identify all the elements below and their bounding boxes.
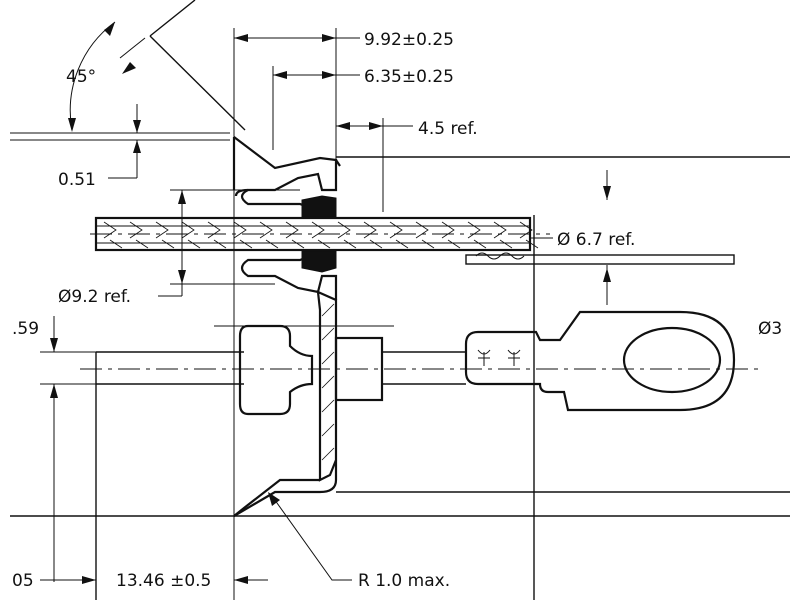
dim-6-35-label: 6.35±0.25 xyxy=(364,67,454,87)
cable-hatch-mark xyxy=(285,221,305,249)
dim-9-92-label: 9.92±0.25 xyxy=(364,30,454,50)
rod xyxy=(80,324,760,416)
ring-terminal: Ø3 xyxy=(464,310,782,412)
body-outline xyxy=(10,156,790,600)
dim-0-51: 0.51 xyxy=(10,104,230,190)
grommet-top xyxy=(232,136,341,219)
dim-13-46: 05 13.46 ±0.5 xyxy=(12,571,268,591)
dim-9-92: 9.92±0.25 xyxy=(233,28,454,600)
dim-radius: R 1.0 max. xyxy=(268,492,450,591)
dim-6-35: 6.35±0.25 xyxy=(272,66,454,150)
cable-hatch-mark xyxy=(493,221,513,249)
cable xyxy=(90,216,735,265)
dim-dia-9-2: Ø9.2 ref. xyxy=(58,189,300,307)
dim-0-51-label: 0.51 xyxy=(58,170,96,190)
dim-left-59: .59 xyxy=(12,316,96,582)
cable-hatch-mark xyxy=(441,221,461,249)
cable-hatch-mark xyxy=(389,221,409,249)
cable-hatch-mark xyxy=(311,221,331,249)
dim-left-05-label: 05 xyxy=(12,571,34,591)
dim-dia-6-7-label: Ø 6.7 ref. xyxy=(557,230,635,250)
cable-hatch-mark xyxy=(519,221,539,249)
seal-bottom xyxy=(301,249,337,273)
dim-dia-6-7: Ø 6.7 ref. xyxy=(530,170,635,305)
cable-hatch-mark xyxy=(155,221,175,249)
dim-13-46-label: 13.46 ±0.5 xyxy=(116,571,211,591)
cable-hatch-mark xyxy=(129,221,149,249)
cable-hatch-mark xyxy=(181,221,201,249)
dim-radius-label: R 1.0 max. xyxy=(358,571,450,591)
angle-callout: 45° xyxy=(10,0,246,134)
cable-hatch-mark xyxy=(103,221,123,249)
dim-dia-9-2-label: Ø9.2 ref. xyxy=(58,287,131,307)
grommet-bottom xyxy=(240,249,338,300)
cable-hatch-mark xyxy=(233,221,253,249)
dim-left-59-label: .59 xyxy=(12,319,39,339)
dim-4-5: 4.5 ref. xyxy=(336,118,478,212)
cable-hatch-mark xyxy=(259,221,279,249)
cable-hatch-mark xyxy=(415,221,435,249)
cable-hatch-mark xyxy=(337,221,357,249)
seal-top xyxy=(301,195,337,219)
cable-hatch-mark xyxy=(363,221,383,249)
angle-label: 45° xyxy=(66,67,96,87)
dim-4-5-label: 4.5 ref. xyxy=(418,119,478,139)
dim-dia-3-label: Ø3 xyxy=(758,319,782,339)
cable-hatch-mark xyxy=(207,221,227,249)
cable-hatch-mark xyxy=(467,221,487,249)
